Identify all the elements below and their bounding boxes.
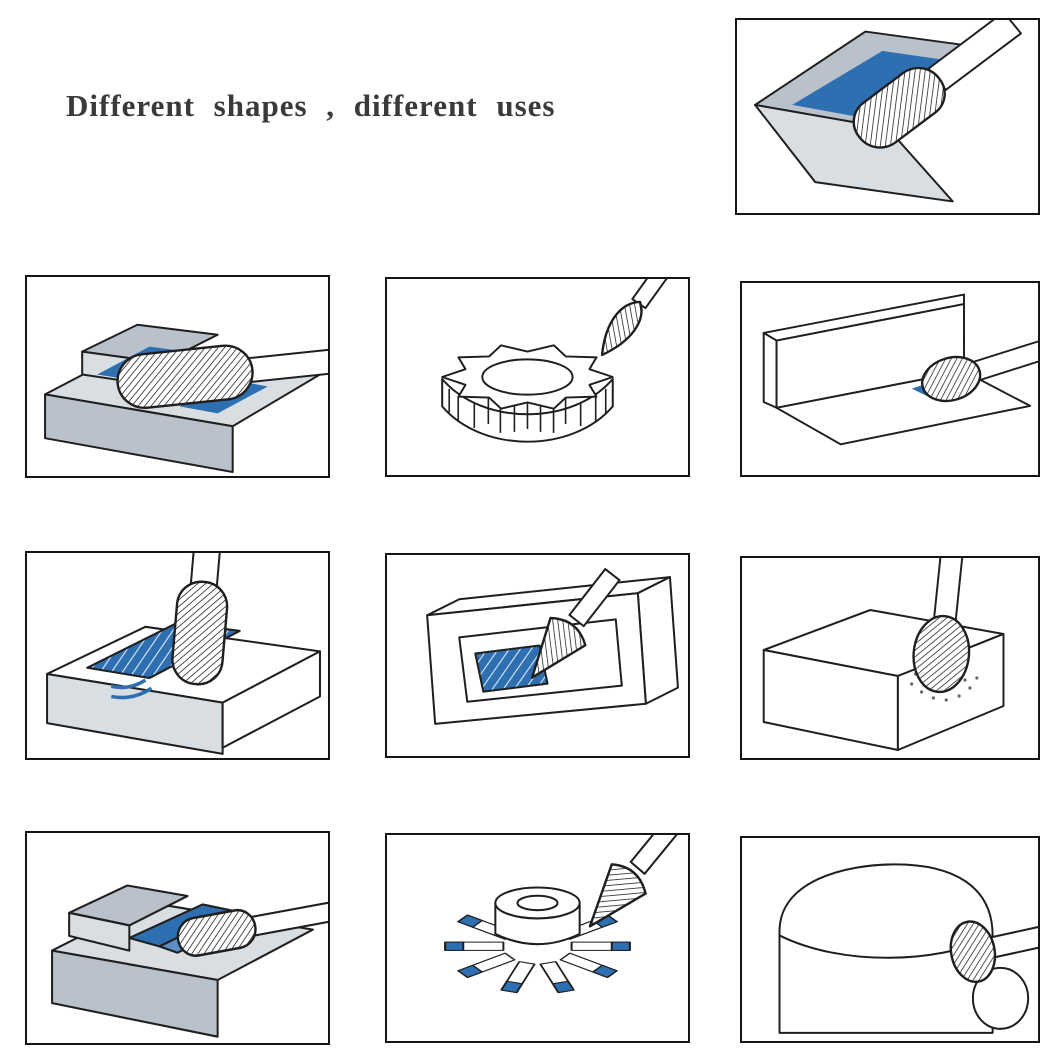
panel-slot-block xyxy=(25,275,330,478)
gear-illustration xyxy=(441,279,680,443)
panel-impeller xyxy=(385,833,690,1043)
round-housing-illustration xyxy=(778,863,1038,1034)
panel-gear xyxy=(385,277,690,477)
page-title: Different shapes , different uses xyxy=(66,88,556,123)
bracket-corner-illustration xyxy=(762,293,1038,446)
panel-frame-cone xyxy=(385,553,690,758)
impeller-illustration xyxy=(444,835,682,994)
panel-block-edge xyxy=(740,556,1040,760)
panel-blue-groove xyxy=(25,551,330,760)
panel-v-groove xyxy=(25,831,330,1045)
panel-bent-plate xyxy=(735,18,1040,215)
panel-round-housing xyxy=(740,836,1040,1043)
v-groove-illustration xyxy=(51,884,328,1038)
block-edge-illustration xyxy=(762,558,1005,751)
blue-groove-illustration xyxy=(46,553,321,755)
frame-cone-illustration xyxy=(426,568,679,725)
slot-block-illustration xyxy=(44,323,328,474)
panel-bracket-corner xyxy=(740,281,1040,477)
bent-plate-illustration xyxy=(754,20,1022,203)
